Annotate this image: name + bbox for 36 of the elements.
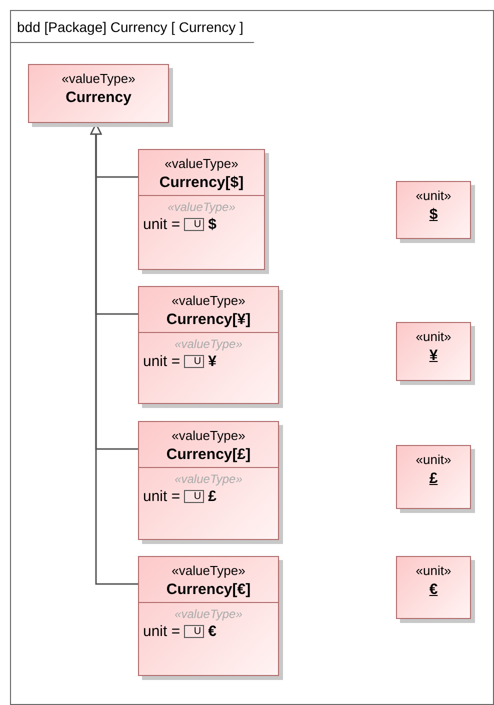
block-name: Currency[$]: [159, 174, 244, 191]
block-name: Currency[£]: [166, 446, 251, 463]
stereotype: «unit»: [416, 563, 452, 578]
block-name: Currency[€]: [166, 581, 251, 598]
stereotype: «unit»: [416, 452, 452, 467]
property-label: unit =: [143, 353, 180, 370]
stereotype: «valueType»: [172, 428, 246, 443]
unit-value: $: [208, 216, 216, 233]
stereotype: «valueType»: [174, 337, 242, 351]
stereotype: «unit»: [416, 188, 452, 203]
property-label: unit =: [143, 488, 180, 505]
unit-symbol: ¥: [429, 347, 438, 364]
stereotype: «valueType»: [168, 200, 236, 214]
block-name: Currency: [66, 89, 132, 106]
unit-symbol: £: [429, 470, 438, 487]
property-label: unit =: [143, 623, 180, 640]
unit-value: €: [208, 623, 216, 640]
unit-value: ¥: [208, 353, 216, 370]
stereotype: «valueType»: [174, 607, 242, 621]
stereotype: «valueType»: [172, 563, 246, 578]
property-label: unit =: [143, 216, 180, 233]
unit-icon: U: [184, 355, 204, 368]
unit-symbol: $: [429, 206, 438, 223]
stereotype: «valueType»: [174, 472, 242, 486]
frame-title: bdd [Package] Currency [ Currency ]: [11, 11, 270, 43]
stereotype: «valueType»: [172, 293, 246, 308]
unit-value: £: [208, 488, 216, 505]
unit-symbol: €: [429, 581, 438, 598]
unit-icon: U: [184, 625, 204, 638]
stereotype: «valueType»: [164, 156, 238, 171]
diagram-frame: [10, 10, 494, 705]
stereotype: «valueType»: [62, 71, 136, 86]
block-name: Currency[¥]: [166, 311, 251, 328]
unit-icon: U: [184, 490, 204, 503]
stereotype: «unit»: [416, 329, 452, 344]
unit-icon: U: [184, 218, 204, 231]
